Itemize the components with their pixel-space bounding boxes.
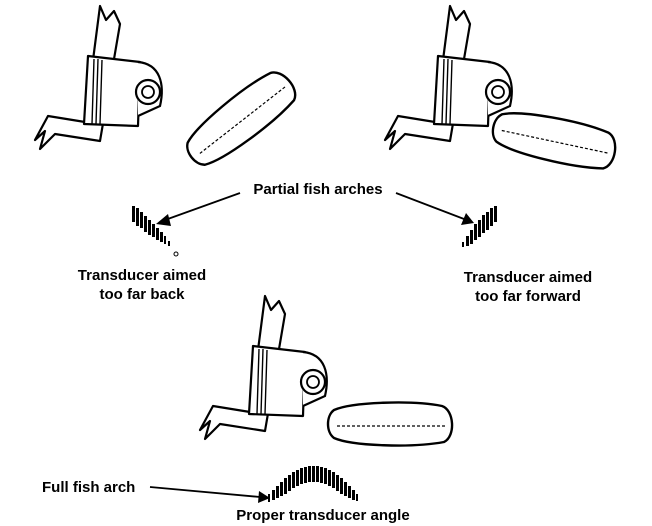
arrow-partial-right [395, 192, 465, 220]
arrow-partial-left [164, 192, 241, 221]
full-arch [268, 466, 358, 502]
full-arch-label: Full fish arch [42, 479, 136, 496]
aimed-forward-label-line1: Transducer aimed [463, 269, 593, 286]
arrows [149, 192, 474, 503]
arrow-full-arch [149, 486, 261, 498]
proper-angle-label: Proper transducer angle [236, 507, 410, 524]
partial-arches-label: Partial fish arches [253, 181, 383, 198]
partial-arch-left [132, 206, 179, 257]
transducer-aimed-back-drawing [33, 4, 304, 176]
partial-arch-right [462, 206, 497, 247]
transducer-proper-angle-drawing [198, 294, 454, 447]
aimed-back-label-line2: too far back [99, 286, 185, 303]
aimed-back-label-line1: Transducer aimed [77, 267, 207, 284]
aimed-forward-label-line2: too far forward [475, 288, 581, 305]
transducer-aimed-forward-drawing [383, 4, 621, 175]
